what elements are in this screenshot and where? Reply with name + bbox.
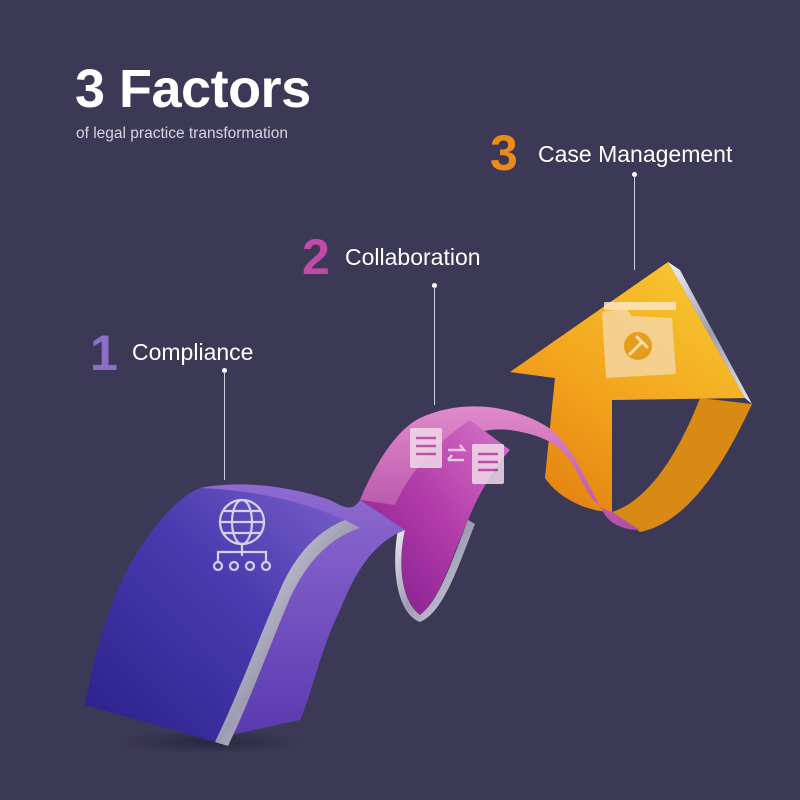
- document-exchange-icon: [410, 428, 504, 484]
- factor-3-label: Case Management: [538, 141, 733, 167]
- ribbon-segment-compliance: [85, 484, 405, 746]
- factor-2-label: Collaboration: [345, 244, 481, 270]
- globe-network-icon: [212, 498, 272, 572]
- factor-2-number: 2: [302, 229, 330, 285]
- factor-1-label: Compliance: [132, 339, 254, 365]
- infographic-title: 3 Factors: [75, 59, 311, 119]
- factor-3-callout-line: [634, 176, 635, 270]
- ribbon-shadow: [115, 730, 305, 754]
- factor-3-number: 3: [490, 125, 518, 181]
- factor-1-number: 1: [90, 325, 118, 381]
- factor-2-callout-line: [434, 287, 435, 405]
- factor-1-callout-line: [224, 372, 225, 480]
- factor-3-callout-dot: [632, 172, 637, 177]
- legal-folder-gavel-icon: [602, 302, 676, 378]
- factor-1-callout-dot: [222, 368, 227, 373]
- factor-2-callout-dot: [432, 283, 437, 288]
- infographic-subtitle: of legal practice transformation: [76, 125, 288, 142]
